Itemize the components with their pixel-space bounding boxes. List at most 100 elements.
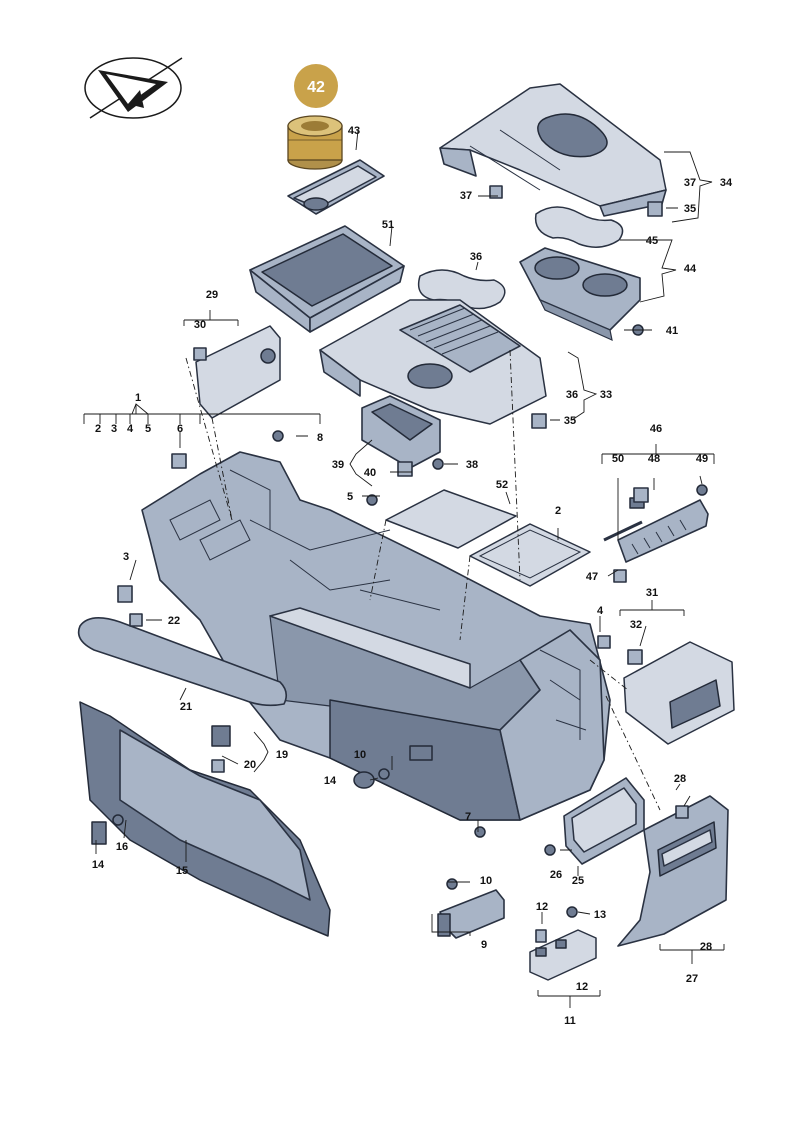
- part-42-cup-insert[interactable]: 42: [287, 64, 343, 170]
- label-35-bottom: 35: [564, 415, 576, 427]
- part-9-bracket[interactable]: [437, 889, 505, 939]
- label-16: 16: [116, 841, 128, 853]
- part-34-upper-trim[interactable]: [439, 83, 667, 217]
- label-48: 48: [648, 453, 660, 465]
- highlight-badge: [294, 64, 338, 108]
- label-36-bottom: 36: [566, 389, 578, 401]
- screw-49: [696, 484, 708, 496]
- part-labels: 43 51 36 37 37 34 35 45 44 41 29 30 36 3…: [92, 125, 733, 1027]
- part-31-armrest-cover[interactable]: [623, 641, 735, 745]
- part-27-rear-trim[interactable]: [617, 795, 729, 947]
- screw-7: [474, 826, 486, 838]
- screw-38: [432, 458, 444, 470]
- part-29-side-trim[interactable]: [195, 325, 281, 419]
- highlight-badge-label: 42: [307, 79, 325, 96]
- clip-47: [613, 569, 627, 583]
- label-37-left: 37: [460, 190, 472, 202]
- label-3-top: 3: [111, 423, 117, 435]
- part-51-storage-tray[interactable]: [249, 225, 405, 333]
- label-10-upper: 10: [354, 749, 366, 761]
- cap-14-upper: [353, 771, 375, 789]
- part-21-side-strip[interactable]: [77, 617, 288, 707]
- clip-40: [397, 461, 413, 477]
- label-52: 52: [496, 479, 508, 491]
- clip-20: [211, 759, 225, 773]
- label-5-left: 5: [145, 423, 151, 435]
- label-31: 31: [646, 587, 658, 599]
- label-20: 20: [244, 759, 256, 771]
- label-34: 34: [720, 177, 733, 189]
- label-28-top: 28: [674, 773, 686, 785]
- center-console-body[interactable]: [141, 451, 611, 821]
- label-4-right: 4: [597, 605, 604, 617]
- label-15: 15: [176, 865, 188, 877]
- paper-plane-logo-icon: [84, 57, 183, 119]
- label-46: 46: [650, 423, 662, 435]
- label-7: 7: [465, 811, 471, 823]
- label-25: 25: [572, 875, 584, 887]
- screw-26: [544, 844, 556, 856]
- clip-19: [211, 725, 231, 747]
- screw-10-upper: [378, 768, 390, 780]
- label-10-lower: 10: [480, 875, 492, 887]
- label-21: 21: [180, 701, 192, 713]
- label-22: 22: [168, 615, 180, 627]
- label-28-bottom: 28: [700, 941, 712, 953]
- clip-6: [171, 453, 187, 469]
- label-2-mat: 2: [555, 505, 561, 517]
- part-2-mat[interactable]: [469, 523, 591, 587]
- part-44-cup-holder[interactable]: [519, 247, 641, 342]
- clip-4: [597, 635, 611, 649]
- part-45-insert-mat[interactable]: [534, 206, 624, 248]
- clip-32: [627, 649, 643, 665]
- label-8: 8: [317, 432, 323, 444]
- part-33-center-trim[interactable]: [319, 299, 547, 425]
- clip-22: [129, 613, 143, 627]
- label-14-upper: 14: [324, 775, 337, 787]
- label-13: 13: [594, 909, 606, 921]
- clip-48: [633, 487, 649, 503]
- label-4-left: 4: [127, 423, 134, 435]
- label-19: 19: [276, 749, 288, 761]
- small-fasteners: [91, 185, 708, 943]
- label-1: 1: [135, 392, 141, 404]
- label-43: 43: [348, 125, 360, 137]
- screw-5: [366, 494, 378, 506]
- label-44: 44: [684, 263, 697, 275]
- screw-10-lower: [446, 878, 458, 890]
- label-47: 47: [586, 571, 598, 583]
- label-27: 27: [686, 973, 698, 985]
- cap-14-lower: [91, 821, 107, 845]
- clip-12: [535, 929, 547, 943]
- label-12-lower: 12: [576, 981, 588, 993]
- part-46-bracket[interactable]: [603, 497, 709, 563]
- part-11-usb-module[interactable]: [529, 929, 597, 981]
- clip-28: [675, 805, 689, 819]
- label-50: 50: [612, 453, 624, 465]
- label-11: 11: [564, 1015, 576, 1027]
- part-15-side-panel[interactable]: [79, 701, 331, 937]
- label-39: 39: [332, 459, 344, 471]
- part-39-bracket[interactable]: [361, 395, 441, 469]
- part-43-tray-lid[interactable]: [287, 159, 385, 215]
- label-36-top: 36: [470, 251, 482, 263]
- label-32: 32: [630, 619, 642, 631]
- label-37-right: 37: [684, 177, 696, 189]
- label-41: 41: [666, 325, 678, 337]
- label-9: 9: [481, 939, 487, 951]
- clip-3: [117, 585, 133, 603]
- label-5-mid: 5: [347, 491, 353, 503]
- label-38: 38: [466, 459, 478, 471]
- label-30: 30: [194, 319, 206, 331]
- label-3: 3: [123, 551, 129, 563]
- label-33: 33: [600, 389, 612, 401]
- screw-8: [272, 430, 284, 442]
- label-2-left: 2: [95, 423, 101, 435]
- part-52-mat[interactable]: [385, 489, 517, 549]
- label-35-top: 35: [684, 203, 696, 215]
- screw-13: [566, 906, 578, 918]
- clip-30: [193, 347, 207, 361]
- label-29: 29: [206, 289, 218, 301]
- label-51: 51: [382, 219, 394, 231]
- label-45: 45: [646, 235, 658, 247]
